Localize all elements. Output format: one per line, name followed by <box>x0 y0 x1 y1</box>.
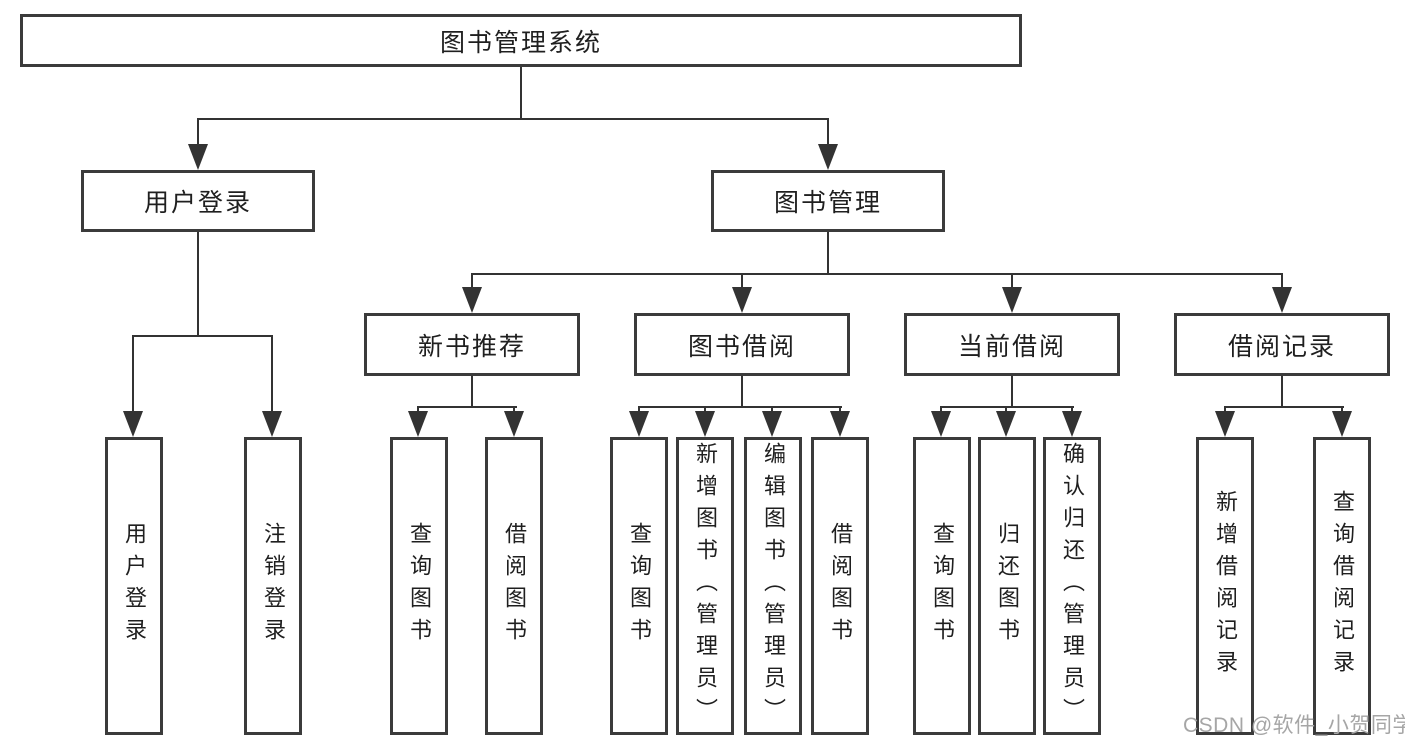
leaf-logout: 注销登录 <box>244 437 302 735</box>
arrow-down-icon <box>408 411 428 437</box>
leaf-return-books: 归还图书 <box>978 437 1036 735</box>
leaf-label: 新增图书（管理员） <box>693 442 718 730</box>
connector-line <box>1224 406 1226 415</box>
leaf-label: 注销登录 <box>261 522 286 650</box>
connector-line <box>471 273 1283 275</box>
node-current-borrowing: 当前借阅 <box>904 313 1120 376</box>
node-user-login: 用户登录 <box>81 170 315 232</box>
node-label: 借阅记录 <box>1227 332 1336 361</box>
leaf-label: 借阅图书 <box>828 522 853 650</box>
leaf-label: 查询借阅记录 <box>1330 490 1355 682</box>
arrow-down-icon <box>762 411 782 437</box>
leaf-label: 确认归还（管理员） <box>1060 442 1085 730</box>
leaf-query-borrow-record: 查询借阅记录 <box>1313 437 1371 735</box>
connector-line <box>417 406 419 415</box>
leaf-add-books-admin: 新增图书（管理员） <box>676 437 734 735</box>
arrow-down-icon <box>1002 287 1022 313</box>
connector-line <box>771 406 773 415</box>
connector-line <box>1281 376 1283 406</box>
connector-line <box>1011 376 1013 406</box>
leaf-label: 归还图书 <box>995 522 1020 650</box>
leaf-query-books-current: 查询图书 <box>913 437 971 735</box>
connector-line <box>132 335 134 415</box>
arrow-down-icon <box>1272 287 1292 313</box>
connector-line <box>197 118 829 120</box>
leaf-query-books-recommend: 查询图书 <box>390 437 448 735</box>
connector-line <box>520 67 522 118</box>
node-borrowing-records: 借阅记录 <box>1174 313 1390 376</box>
leaf-add-borrow-record: 新增借阅记录 <box>1196 437 1254 735</box>
leaf-borrow-books: 借阅图书 <box>811 437 869 735</box>
arrow-down-icon <box>732 287 752 313</box>
connector-line <box>638 406 842 408</box>
node-label: 新书推荐 <box>417 332 526 361</box>
connector-line <box>940 406 942 415</box>
connector-line <box>827 118 829 150</box>
connector-line <box>197 232 199 335</box>
connector-line <box>704 406 706 415</box>
node-label: 用户登录 <box>143 189 252 217</box>
node-label: 当前借阅 <box>957 332 1066 361</box>
leaf-query-books-borrowing: 查询图书 <box>610 437 668 735</box>
connector-line <box>471 273 473 291</box>
node-book-management: 图书管理 <box>711 170 945 232</box>
connector-line <box>839 406 841 415</box>
leaf-edit-books-admin: 编辑图书（管理员） <box>744 437 802 735</box>
leaf-confirm-return-admin: 确认归还（管理员） <box>1043 437 1101 735</box>
connector-line <box>940 406 1074 408</box>
connector-line <box>132 335 273 337</box>
arrow-down-icon <box>695 411 715 437</box>
connector-line <box>271 335 273 415</box>
leaf-label: 借阅图书 <box>502 522 527 650</box>
leaf-label: 查询图书 <box>627 522 652 650</box>
csdn-watermark: CSDN @软件_小贺同学 <box>1183 714 1405 737</box>
node-book-borrowing: 图书借阅 <box>634 313 850 376</box>
connector-line <box>827 232 829 273</box>
connector-line <box>417 406 517 408</box>
connector-line <box>1341 406 1343 415</box>
connector-line <box>741 273 743 291</box>
node-new-book-recommendation: 新书推荐 <box>364 313 580 376</box>
arrow-down-icon <box>629 411 649 437</box>
leaf-label: 用户登录 <box>122 522 147 650</box>
arrow-down-icon <box>462 287 482 313</box>
arrow-down-icon <box>504 411 524 437</box>
arrow-down-icon <box>1215 411 1235 437</box>
arrow-down-icon <box>188 144 208 170</box>
arrow-down-icon <box>1332 411 1352 437</box>
arrow-down-icon <box>996 411 1016 437</box>
connector-line <box>1224 406 1344 408</box>
node-label: 图书借阅 <box>687 332 796 361</box>
leaf-label: 查询图书 <box>930 522 955 650</box>
arrow-down-icon <box>931 411 951 437</box>
connector-line <box>471 376 473 406</box>
connector-line <box>1281 273 1283 291</box>
node-label: 图书管理系统 <box>439 28 602 57</box>
node-library-management-system: 图书管理系统 <box>20 14 1022 67</box>
leaf-label: 新增借阅记录 <box>1213 490 1238 682</box>
arrow-down-icon <box>262 411 282 437</box>
leaf-label: 查询图书 <box>407 522 432 650</box>
node-label: 图书管理 <box>773 189 882 217</box>
connector-line <box>741 376 743 406</box>
connector-line <box>197 118 199 150</box>
connector-line <box>513 406 515 415</box>
connector-line <box>1011 273 1013 291</box>
arrow-down-icon <box>123 411 143 437</box>
leaf-borrow-books-recommend: 借阅图书 <box>485 437 543 735</box>
arrow-down-icon <box>1062 411 1082 437</box>
leaf-user-login: 用户登录 <box>105 437 163 735</box>
connector-line <box>1071 406 1073 415</box>
leaf-label: 编辑图书（管理员） <box>761 442 786 730</box>
connector-line <box>638 406 640 415</box>
arrow-down-icon <box>830 411 850 437</box>
arrow-down-icon <box>818 144 838 170</box>
connector-line <box>1005 406 1007 415</box>
